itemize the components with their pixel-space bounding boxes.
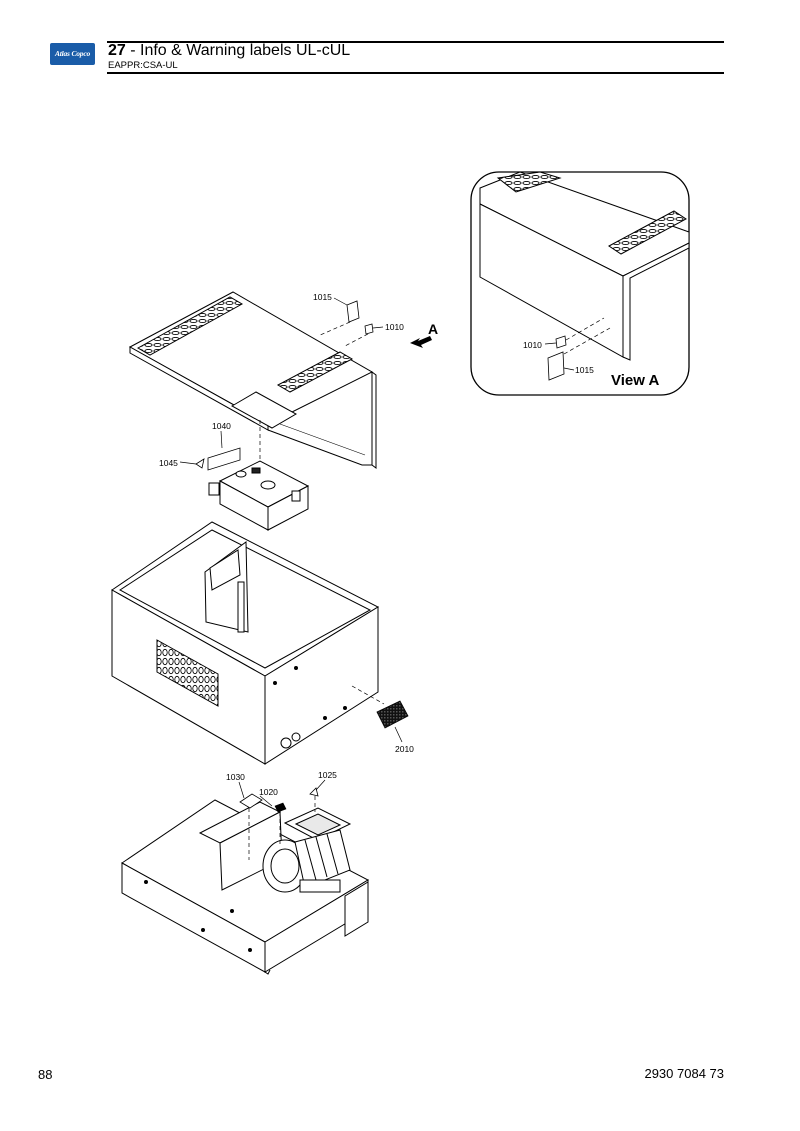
grill-2010	[376, 700, 409, 729]
top-cover-louver-right	[276, 351, 354, 393]
label-1020	[274, 802, 287, 813]
label-1010-view	[555, 335, 567, 349]
top-cover-side-edge	[267, 429, 372, 466]
section-title: - Info & Warning labels UL-cUL	[125, 42, 351, 59]
base-frame-dashed-leaders	[248, 796, 316, 860]
page-subtitle: EAPPR:CSA-UL	[108, 60, 178, 71]
top-cover-opening	[230, 391, 298, 429]
top-cover-side-flange	[371, 371, 377, 469]
base-frame-leaders	[238, 779, 326, 807]
callout-2010: 2010	[395, 744, 414, 754]
page-header: Atlas Copco 27 - Info & Warning labels U…	[0, 0, 800, 80]
control-box-leaders	[179, 430, 223, 465]
top-cover-assembly	[128, 291, 377, 469]
top-cover-louver-left	[136, 296, 244, 356]
header-rule-top	[107, 41, 724, 43]
page-number: 88	[38, 1067, 53, 1082]
atlas-copco-logo: Atlas Copco	[50, 43, 95, 65]
label-1030	[239, 793, 263, 809]
document-number: 2930 7084 73	[644, 1066, 724, 1081]
base-frame-assembly	[121, 799, 370, 975]
control-box	[208, 460, 310, 531]
callout-arrow-a: A	[428, 321, 438, 337]
housing-louver	[156, 639, 219, 707]
callout-1010: 1010	[385, 322, 404, 332]
view-a-arrow-icon	[410, 336, 432, 348]
callout-1010-view: 1010	[523, 340, 542, 350]
label-1010-main	[364, 323, 374, 335]
housing-leaders	[351, 685, 403, 743]
callout-1030: 1030	[226, 772, 245, 782]
callout-1015: 1015	[313, 292, 332, 302]
label-1015-view	[547, 351, 565, 381]
label-1045	[195, 458, 205, 469]
label-1015-main	[346, 300, 360, 323]
view-a-label: View A	[611, 372, 660, 389]
callout-1020: 1020	[259, 787, 278, 797]
label-1040	[207, 447, 241, 471]
header-rule-bottom	[107, 72, 724, 74]
callout-1040: 1040	[212, 421, 231, 431]
callout-1045: 1045	[159, 458, 178, 468]
callout-1025: 1025	[318, 770, 337, 780]
callout-1015-view: 1015	[575, 365, 594, 375]
page-title: 27 - Info & Warning labels UL-cUL	[108, 42, 350, 60]
top-cover-leader-lines	[259, 321, 369, 470]
top-cover-callout-leaders	[333, 297, 384, 329]
section-number: 27	[108, 42, 126, 59]
main-housing	[111, 521, 380, 765]
view-a-detail	[470, 171, 690, 396]
